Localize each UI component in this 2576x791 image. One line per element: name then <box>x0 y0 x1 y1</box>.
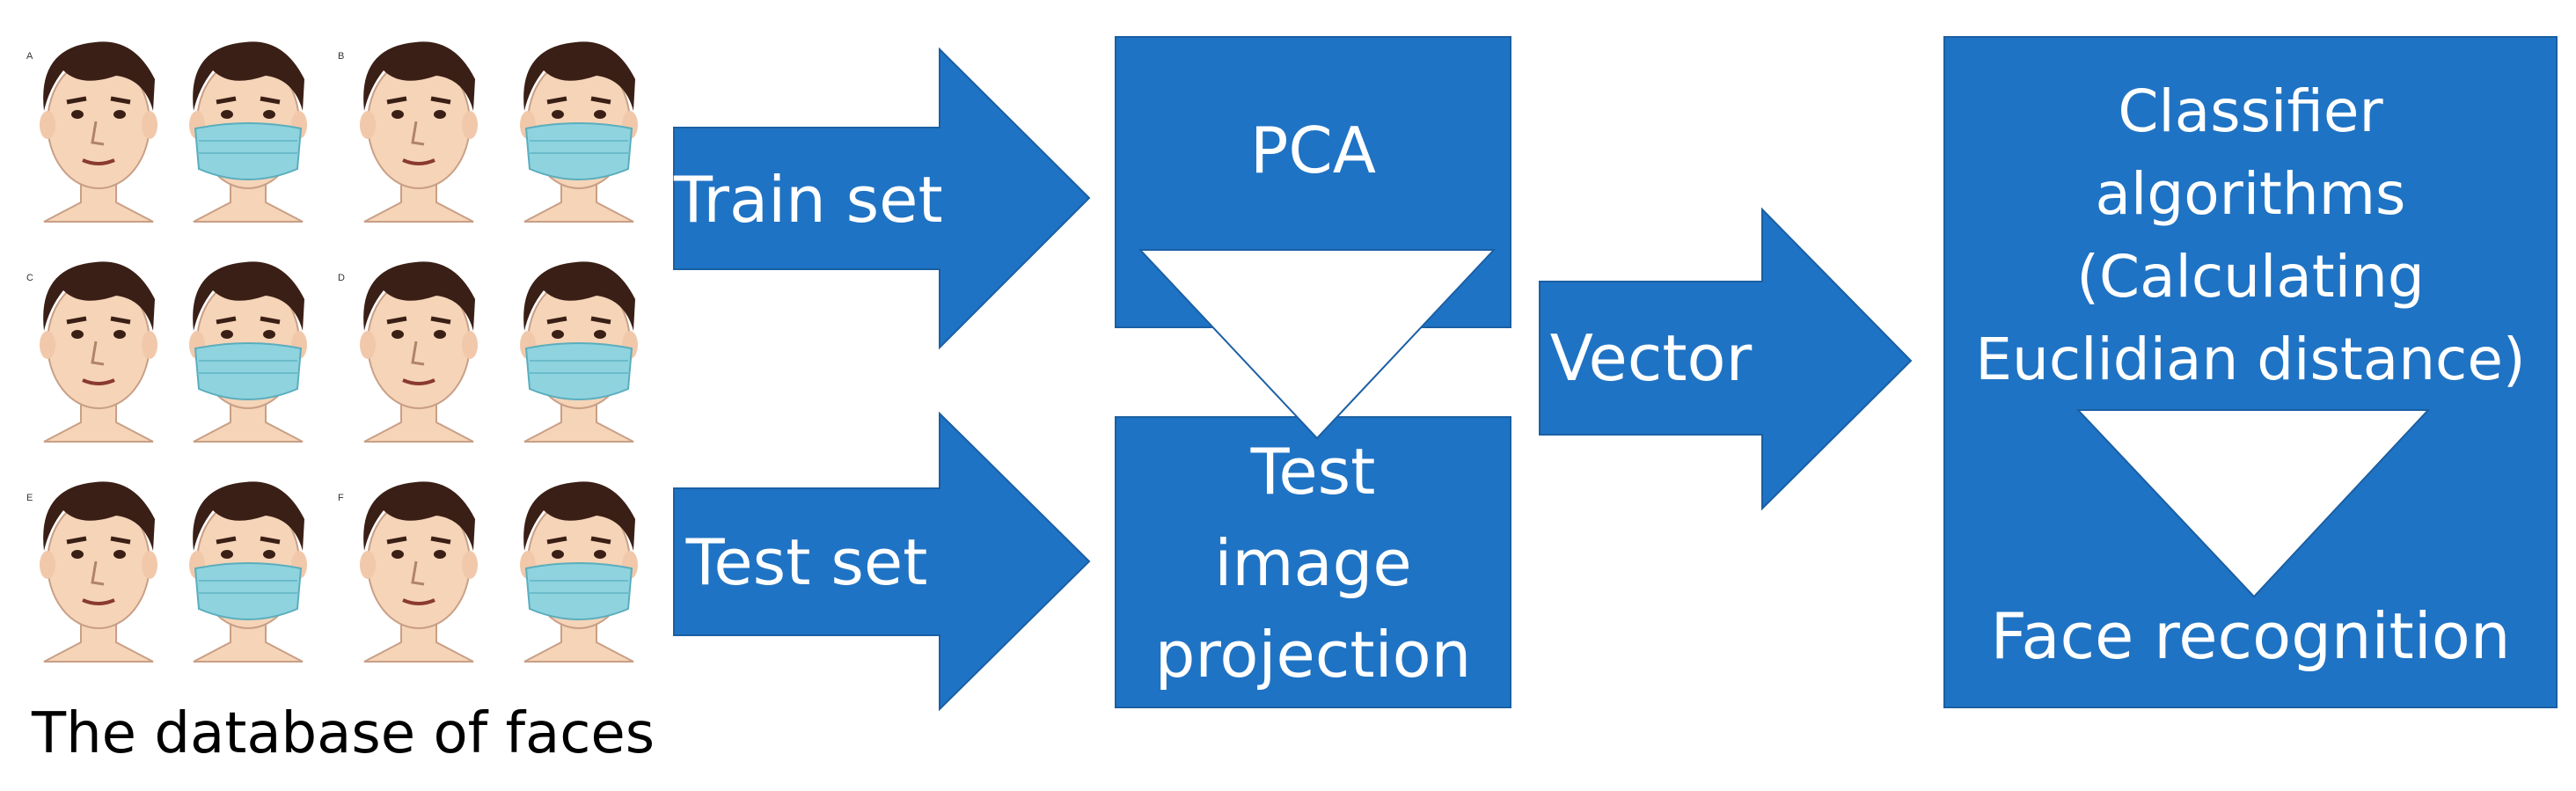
face-c-masked <box>189 261 307 442</box>
classifier-label-line-4: Euclidian distance) <box>1975 326 2526 393</box>
panel-letter-b: B <box>338 51 345 62</box>
face-recognition-label: Face recognition <box>1990 599 2511 673</box>
face-f-plain <box>360 481 478 662</box>
train-set-label: Train set <box>674 163 943 237</box>
face-d-masked <box>520 261 638 442</box>
face-row-1 <box>40 41 638 222</box>
classifier-triangle <box>2075 409 2431 598</box>
panel-letter-d: D <box>338 273 345 283</box>
face-b-plain <box>360 41 478 222</box>
vector-label: Vector <box>1549 321 1753 395</box>
panel-letter-f: F <box>338 493 344 503</box>
panel-letter-e: E <box>26 493 33 503</box>
face-d-plain <box>360 261 478 442</box>
pca-label: PCA <box>1250 114 1376 187</box>
test-set-label: Test set <box>685 525 928 599</box>
test-set-arrow <box>673 411 1091 712</box>
face-b-masked <box>520 41 638 222</box>
face-a-masked <box>189 41 307 222</box>
face-f-masked <box>520 481 638 662</box>
face-a-plain <box>40 41 157 222</box>
projection-label-line-2: image <box>1214 526 1412 600</box>
faces-caption: The database of faces <box>32 701 655 766</box>
face-row-2 <box>40 261 638 442</box>
face-c-plain <box>40 261 157 442</box>
vector-arrow <box>1539 207 1913 511</box>
face-e-plain <box>40 481 157 662</box>
train-set-arrow <box>673 47 1091 350</box>
classifier-box <box>1943 36 2558 708</box>
projection-label-line-1: Test <box>1250 435 1376 509</box>
classifier-label-line-3: (Calculating <box>2076 243 2425 311</box>
panel-letter-a: A <box>26 51 33 62</box>
classifier-label-line-1: Classifier <box>2118 77 2383 145</box>
face-e-masked <box>189 481 307 662</box>
panel-letter-c: C <box>26 273 33 283</box>
pca-to-projection-triangle <box>1138 249 1497 440</box>
classifier-label-line-2: algorithms <box>2095 160 2406 228</box>
face-row-3 <box>40 481 638 662</box>
faces-grid <box>40 41 638 662</box>
projection-label-line-3: projection <box>1154 618 1472 692</box>
